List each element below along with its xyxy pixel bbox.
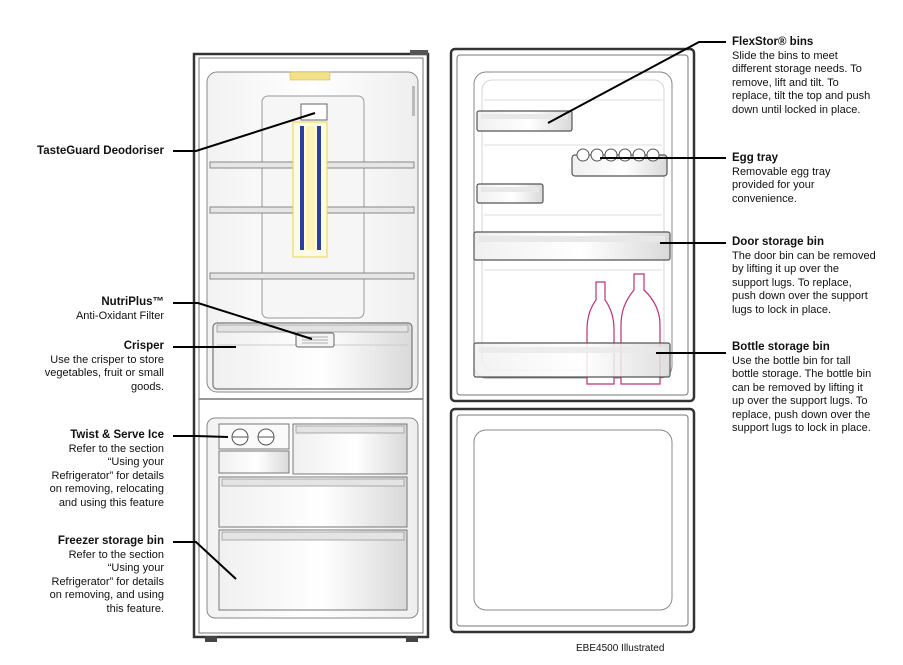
label-desc: Slide the bins to meet different storage… (732, 49, 871, 116)
label-title: NutriPlus™ (101, 296, 164, 308)
label-twist: Twist & Serve Ice Refer to the section “… (46, 429, 164, 510)
callout-lines (173, 41, 726, 580)
label-desc: Removable egg tray provided for your con… (732, 165, 831, 205)
label-door-bin: Door storage bin The door bin can be rem… (732, 236, 877, 317)
label-bottle-bin: Bottle storage bin Use the bottle bin fo… (732, 341, 872, 436)
callout-tasteguard (173, 112, 316, 152)
label-title: Egg tray (732, 152, 779, 164)
glass-shelf (209, 272, 415, 280)
flexstor-bin (476, 110, 573, 132)
label-flexstor: FlexStor® bins Slide the bins to meet di… (732, 36, 877, 117)
label-crisper: Crisper Use the crisper to store vegetab… (29, 340, 164, 394)
label-desc: Use the bottle bin for tall bottle stora… (732, 354, 872, 435)
callout-freezer-bin (173, 541, 237, 580)
interior-light (289, 71, 331, 81)
door-storage-bin (473, 231, 671, 261)
label-egg-tray: Egg tray Removable egg tray provided for… (732, 152, 857, 206)
freezer-storage-bin (218, 529, 408, 611)
label-desc: Refer to the section “Using your Refrige… (49, 442, 164, 509)
label-desc: Use the crisper to store vegetables, fru… (44, 353, 164, 393)
freezer-door (449, 407, 696, 634)
label-title: TasteGuard Deodoriser (37, 145, 164, 157)
fridge-door (449, 47, 696, 403)
label-tasteguard: TasteGuard Deodoriser (14, 145, 164, 159)
crisper-drawer (212, 322, 413, 390)
twist-serve-ice (218, 423, 290, 474)
label-title: Door storage bin (732, 236, 825, 248)
label-title: FlexStor® bins (732, 36, 814, 48)
fridge-compartment (206, 71, 419, 393)
label-title: Crisper (123, 340, 164, 352)
flexstor-bin (476, 183, 544, 204)
model-caption: EBE4500 Illustrated (576, 643, 665, 654)
callout-flexstor (547, 41, 726, 124)
freezer-compartment (206, 417, 419, 619)
egg-tray (571, 148, 668, 177)
label-title: Freezer storage bin (57, 535, 164, 547)
label-desc: Anti-Oxidant Filter (75, 309, 164, 322)
label-freezer-bin: Freezer storage bin Refer to the section… (44, 535, 164, 616)
label-desc: Refer to the section “Using your Refrige… (49, 548, 164, 615)
callout-nutriplus (173, 302, 313, 340)
label-nutriplus: NutriPlus™ Anti-Oxidant Filter (14, 296, 164, 323)
tasteguard-deodoriser (292, 103, 328, 258)
label-title: Bottle storage bin (732, 341, 830, 353)
label-title: Twist & Serve Ice (70, 429, 164, 441)
callout-twist (173, 435, 229, 438)
label-desc: The door bin can be removed by lifting i… (732, 249, 876, 316)
bottle-storage-bin (473, 342, 671, 378)
